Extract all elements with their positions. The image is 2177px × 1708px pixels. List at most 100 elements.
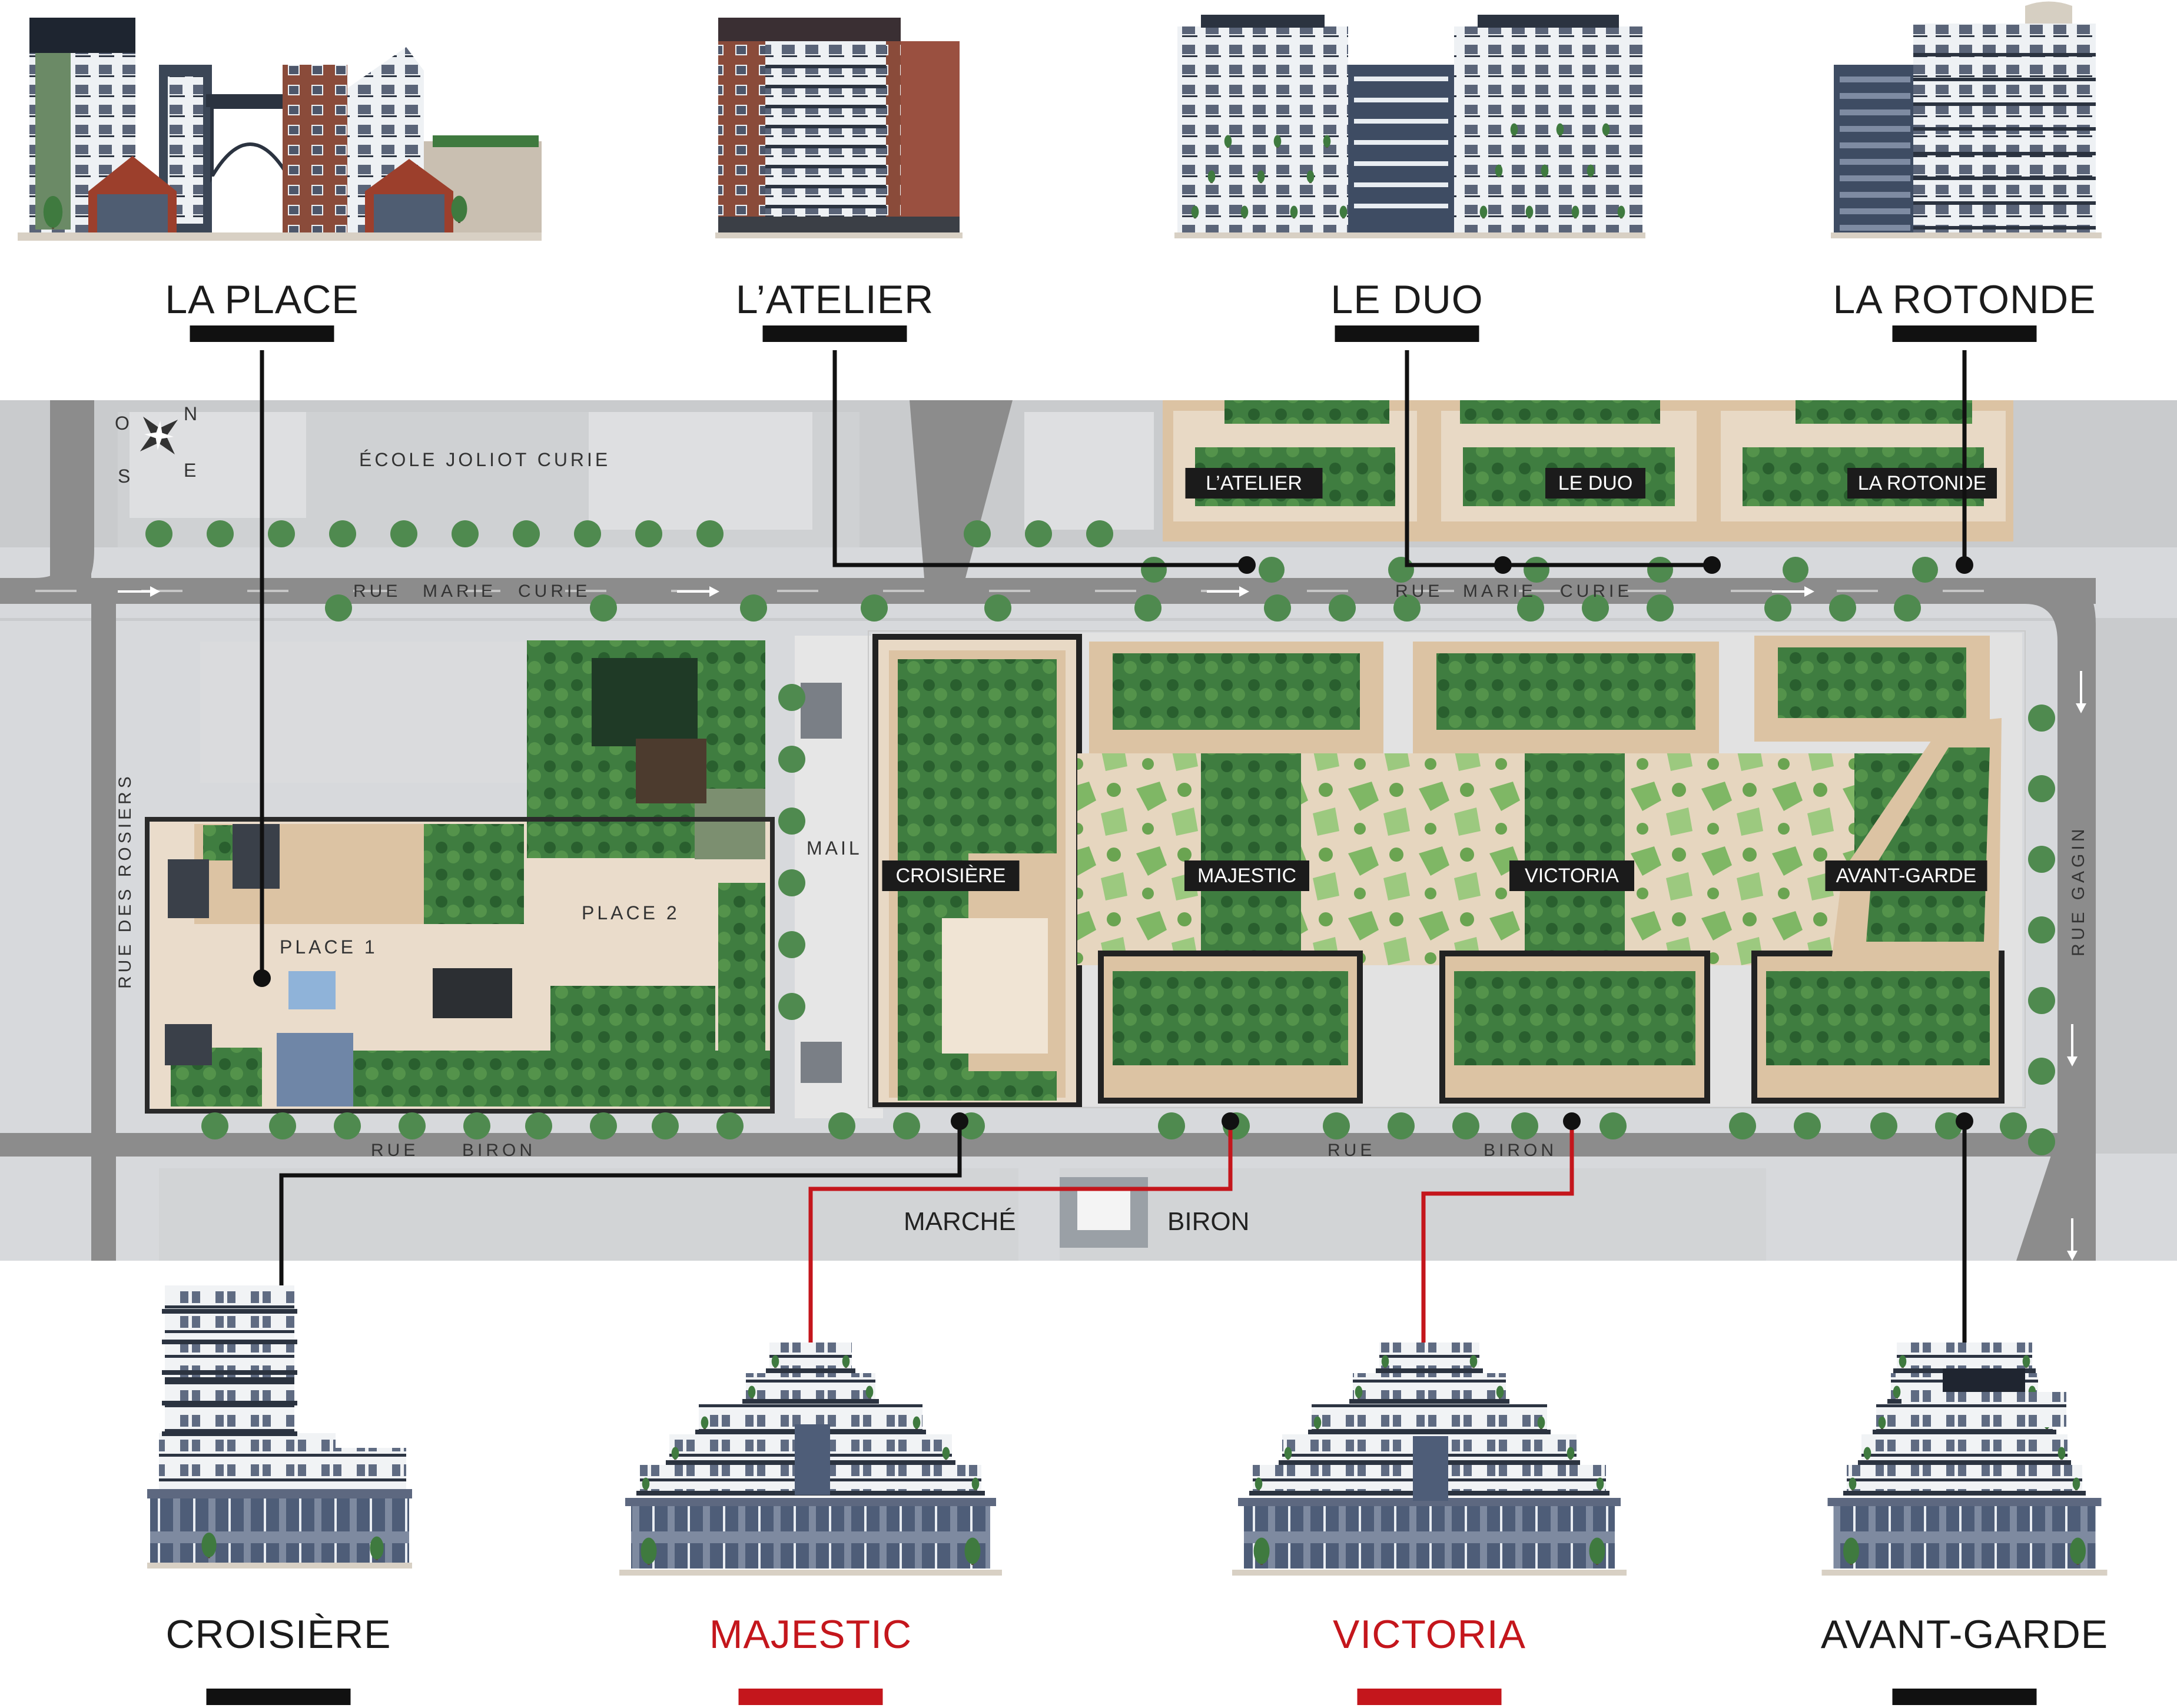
building-north	[1024, 412, 1154, 530]
accent-bar-bottom-0	[206, 1689, 351, 1705]
green-roof	[1454, 971, 1695, 1065]
pill-avant-garde-text: AVANT-GARDE	[1836, 865, 1977, 887]
accent-bar-bottom-1	[738, 1689, 883, 1705]
leader-dot	[1222, 1112, 1239, 1130]
shopfront	[150, 1498, 409, 1563]
tree	[2028, 1128, 2055, 1155]
tree	[1388, 1112, 1415, 1139]
direction-arrow-icon	[709, 586, 719, 597]
tree	[2028, 987, 2055, 1014]
tree-crown	[1240, 205, 1249, 218]
balcony	[765, 125, 886, 128]
tree	[1264, 594, 1291, 622]
hall-glass	[97, 194, 168, 232]
tower-slab	[162, 1309, 297, 1314]
tree	[1829, 594, 1856, 622]
central-core	[795, 1424, 830, 1495]
tree-crown	[1567, 1447, 1575, 1460]
tree	[2028, 705, 2055, 732]
tree	[1025, 520, 1052, 547]
tree-crown	[1556, 123, 1564, 136]
tree-crown	[2072, 1477, 2080, 1490]
terrace-level	[1379, 1343, 1479, 1373]
tree-crown	[671, 1447, 679, 1460]
centre-balcony	[1354, 77, 1448, 81]
tree-crown	[1510, 123, 1518, 136]
compass-o-label: O	[115, 413, 132, 434]
shopfront	[1244, 1504, 1615, 1569]
lane-marking	[989, 590, 1030, 592]
la-place-illustration	[18, 18, 542, 241]
tree	[1870, 1112, 1897, 1139]
centre-balcony	[1354, 204, 1448, 208]
tower-slab	[162, 1431, 297, 1436]
terrace-level	[1861, 1434, 2068, 1465]
atrium-dark	[592, 658, 698, 746]
street-curie-label: CURIE	[1560, 581, 1632, 601]
leader-victoria	[1421, 1122, 1574, 1365]
tree-crown	[1469, 1355, 1478, 1368]
pill-le-duo-text: LE DUO	[1558, 472, 1633, 494]
tree	[201, 1112, 228, 1139]
shop-canopy	[625, 1498, 996, 1506]
tree	[1511, 1112, 1538, 1139]
balcony	[1913, 102, 2096, 106]
green-roof	[1866, 747, 1990, 942]
bridge	[206, 94, 294, 107]
green-roof	[1766, 971, 1990, 1065]
tree	[740, 594, 767, 622]
roof-detail	[433, 968, 512, 1018]
croisiere-illustration	[147, 1285, 412, 1569]
tower-left	[1177, 26, 1348, 232]
title-1-top: L’ATELIER	[736, 277, 934, 322]
tree	[778, 931, 805, 958]
stair-detail	[801, 1042, 842, 1083]
tree-crown	[1273, 135, 1282, 148]
tree	[778, 869, 805, 896]
market-label: MARCHÉ	[904, 1207, 1016, 1236]
tree	[1323, 1112, 1350, 1139]
ground	[1232, 1570, 1627, 1576]
pill-victoria-text: VICTORIA	[1525, 865, 1619, 887]
lane-marking	[883, 590, 924, 592]
direction-arrow-icon	[2067, 1056, 2078, 1066]
tower-slab	[162, 1401, 297, 1405]
tree-crown	[1323, 135, 1331, 148]
tree	[778, 808, 805, 835]
place-2-label: PLACE 2	[582, 902, 680, 923]
tree	[1141, 557, 1167, 583]
lane-marking	[1519, 590, 1560, 592]
tower-right	[1454, 26, 1642, 232]
lane-marking	[353, 590, 394, 592]
tree-crown	[641, 1537, 657, 1564]
ground	[1831, 232, 2102, 238]
la-rotonde-illustration	[1831, 1, 2102, 238]
terrace-slab	[766, 1368, 855, 1373]
tree-crown	[1587, 164, 1595, 177]
pill-majestic	[1184, 860, 1309, 891]
tree-crown	[201, 1533, 217, 1557]
tree	[2000, 1112, 2027, 1139]
tree	[325, 594, 352, 622]
terrace-slab	[1873, 1430, 2056, 1434]
street-marie-label: MARIE	[1463, 581, 1536, 601]
street-rosiers-label: RUE DES ROSIERS	[115, 773, 135, 989]
tree	[984, 594, 1011, 622]
dark-wing-band	[1840, 142, 1910, 148]
green-roof	[1460, 400, 1660, 424]
tree	[574, 520, 601, 547]
green-roof	[424, 824, 524, 924]
tree	[778, 746, 805, 773]
ground	[619, 1570, 1002, 1576]
avant-garde-illustration	[1821, 1343, 2108, 1576]
leader-majestic	[808, 1122, 1233, 1365]
balcony	[1913, 78, 2096, 81]
tree-crown	[1191, 205, 1199, 218]
lane-marking	[459, 590, 500, 592]
dark-wing	[1834, 65, 1916, 232]
stair-detail	[801, 683, 842, 739]
lower-wing	[159, 1433, 336, 1489]
tree-crown	[842, 1355, 850, 1368]
road-rue-gagin	[1990, 578, 2096, 1261]
